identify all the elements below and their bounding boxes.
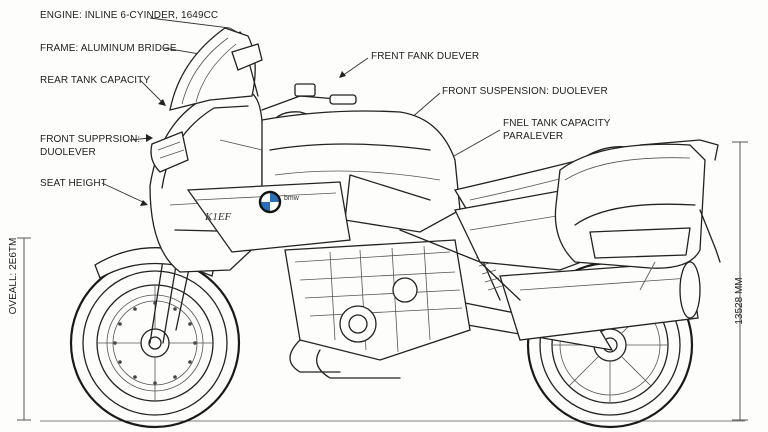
- tail-section: [639, 209, 721, 291]
- seat-height-label: SEAT HEIGHT: [40, 178, 107, 189]
- front-supprsion-label-line2: DUOLEVER: [40, 147, 96, 158]
- mirror: [231, 43, 263, 97]
- front-wheel: [69, 257, 241, 429]
- handlebar: [261, 83, 357, 131]
- model-badge: K1EF: [204, 211, 232, 223]
- rear-tank-label: REAR TANK CAPACITY: [40, 75, 151, 86]
- swingarm-exhaust: [449, 261, 701, 351]
- front-supprsion-label-line1: FRONT SUPPRSION:: [40, 134, 141, 145]
- side-badge: bmw: [284, 195, 300, 202]
- fnel-tank-label-line1: FNEL TANK CAPACITY: [503, 118, 611, 129]
- engine-label: ENGINE: INLINE 6-CYINDER, 1649CC: [40, 10, 219, 21]
- side-panel: [186, 181, 351, 253]
- windscreen: [169, 27, 256, 111]
- frent-fank-label: FRENT FANK DUEVER: [371, 51, 480, 62]
- engine-block: [284, 239, 471, 379]
- pannier-case: [554, 139, 719, 269]
- dimension-lines: [17, 141, 748, 422]
- front-suspension-label: FRONT SUSPENSION: DUOLEVER: [442, 86, 608, 97]
- frame-label: FRAME: ALUMINUM BRIDGE: [40, 43, 177, 54]
- fnel-tank-label-line2: PARALEVER: [503, 131, 564, 142]
